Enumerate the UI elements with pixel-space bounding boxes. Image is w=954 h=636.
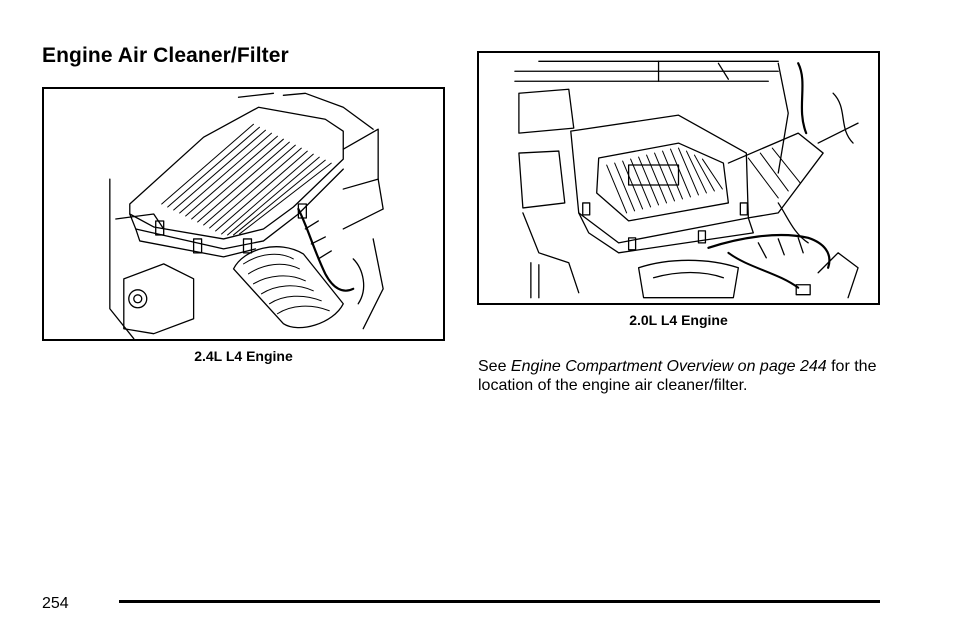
figure-caption-2-0l: 2.0L L4 Engine	[629, 312, 728, 328]
engine-2-4l-illustration	[42, 87, 445, 341]
engine-2-0l-illustration	[477, 51, 880, 305]
body-paragraph: See Engine Compartment Overview on page …	[478, 357, 888, 395]
body-suffix: for the location of the engine air clean…	[478, 358, 877, 394]
page-number: 254	[42, 595, 69, 612]
cross-reference-link[interactable]: Engine Compartment Overview on page 244	[510, 358, 827, 375]
body-prefix: See	[478, 358, 511, 375]
section-heading: Engine Air Cleaner/Filter	[42, 44, 289, 67]
figure-caption-2-4l: 2.4L L4 Engine	[194, 348, 293, 364]
footer-rule	[119, 600, 880, 603]
